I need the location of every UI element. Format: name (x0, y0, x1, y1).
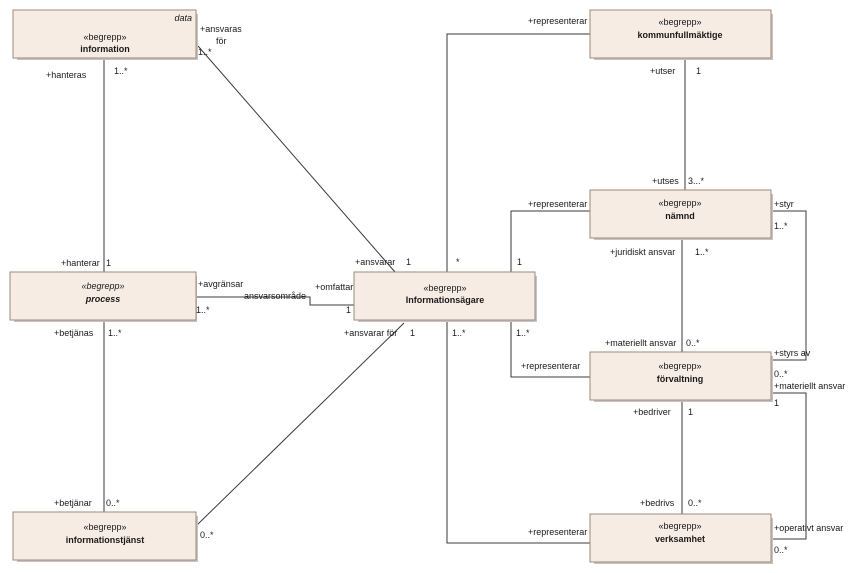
line-owner-namnd (510, 210, 590, 272)
line-information-owner (197, 45, 396, 273)
multiplicity: 0..* (688, 498, 702, 508)
multiplicity: 3...* (688, 176, 705, 186)
role-label: +bedrivs (640, 498, 675, 508)
role-label: +operativt ansvar (774, 523, 843, 533)
class-stereotype: «begrepp» (423, 283, 466, 293)
role-label: +representerar (528, 199, 587, 209)
line-forv-verk-ansvar (771, 392, 807, 540)
role-label: +ansvaras (200, 24, 242, 34)
multiplicity: 0..* (106, 498, 120, 508)
class-stereotype: «begrepp» (83, 522, 126, 532)
multiplicity: 1 (696, 66, 701, 76)
class-informationsagare[interactable]: «begrepp» Informationsägare (353, 271, 537, 322)
multiplicity: 1..* (516, 328, 530, 338)
class-name: förvaltning (657, 374, 704, 384)
role-label: för (216, 36, 227, 46)
line-namnd-styr-forv (771, 210, 807, 361)
class-kommunfullmaktige[interactable]: «begrepp» kommunfullmäktige (589, 9, 773, 60)
role-label: +hanterar (61, 258, 100, 268)
multiplicity: 1..* (452, 328, 466, 338)
association-labels: +ansvaras för 1..* +hanteras 1..* +hante… (46, 16, 845, 555)
role-label: +omfattar (315, 282, 353, 292)
role-label: +representerar (528, 527, 587, 537)
class-stereotype: «begrepp» (658, 521, 701, 531)
multiplicity: 1 (406, 257, 411, 267)
role-label: +bedriver (633, 407, 671, 417)
line-tjanst-owner (196, 322, 405, 526)
class-name: information (80, 44, 130, 54)
class-stereotype: «begrepp» (81, 281, 124, 291)
multiplicity: 1..* (114, 66, 128, 76)
multiplicity: 1..* (774, 221, 788, 231)
multiplicity: 1 (106, 258, 111, 268)
multiplicity: 1..* (695, 247, 709, 257)
line-owner-verk (446, 322, 590, 544)
class-information[interactable]: data «begrepp» information (12, 9, 198, 60)
class-namnd[interactable]: «begrepp» nämnd (589, 189, 773, 240)
multiplicity: 0..* (774, 369, 788, 379)
class-name: informationstjänst (66, 535, 145, 545)
class-name: Informationsägare (406, 295, 485, 305)
class-verksamhet[interactable]: «begrepp» verksamhet (589, 513, 773, 564)
role-label: +ansvarar (355, 257, 395, 267)
line-process-owner (197, 296, 354, 306)
role-label: +materiellt ansvar (774, 381, 845, 391)
multiplicity: 1 (774, 398, 779, 408)
line-owner-forv (510, 322, 590, 378)
role-label: +avgränsar (198, 279, 243, 289)
class-informationstjanst[interactable]: «begrepp» informationstjänst (12, 511, 198, 562)
multiplicity: 1 (688, 407, 693, 417)
class-name: verksamhet (655, 534, 705, 544)
multiplicity: 1..* (108, 328, 122, 338)
class-stereotype: «begrepp» (658, 17, 701, 27)
multiplicity: 0..* (686, 338, 700, 348)
multiplicity: 1 (346, 305, 351, 315)
class-stereotype: «begrepp» (658, 361, 701, 371)
role-label: +betjänar (54, 498, 92, 508)
role-label: +styrs av (774, 348, 811, 358)
role-label: +styr (774, 199, 794, 209)
multiplicity: * (456, 257, 460, 267)
class-forvaltning[interactable]: «begrepp» förvaltning (589, 351, 773, 402)
class-name: process (85, 294, 121, 304)
multiplicity: 1..* (198, 47, 212, 57)
role-label: +materiellt ansvar (605, 338, 676, 348)
role-label: +juridiskt ansvar (610, 247, 675, 257)
class-stereotype: «begrepp» (658, 198, 701, 208)
multiplicity: 0..* (200, 530, 214, 540)
class-stereotype: «begrepp» (83, 32, 126, 42)
class-tag: data (174, 13, 192, 23)
multiplicity: 1..* (196, 305, 210, 315)
role-label: +utser (650, 66, 675, 76)
role-label: +betjänas (54, 328, 94, 338)
class-process[interactable]: «begrepp» process (9, 271, 197, 322)
role-label: +representerar (528, 16, 587, 26)
association-lines (103, 33, 807, 544)
multiplicity: 1 (517, 257, 522, 267)
multiplicity: 0..* (774, 545, 788, 555)
role-label: +hanteras (46, 70, 87, 80)
class-name: nämnd (665, 211, 695, 221)
class-name: kommunfullmäktige (637, 30, 722, 40)
line-owner-kf (446, 33, 590, 272)
multiplicity: 1 (410, 328, 415, 338)
role-label: ansvarsområde (244, 291, 306, 301)
role-label: +ansvarar för (344, 328, 397, 338)
role-label: +utses (652, 176, 679, 186)
role-label: +representerar (521, 361, 580, 371)
